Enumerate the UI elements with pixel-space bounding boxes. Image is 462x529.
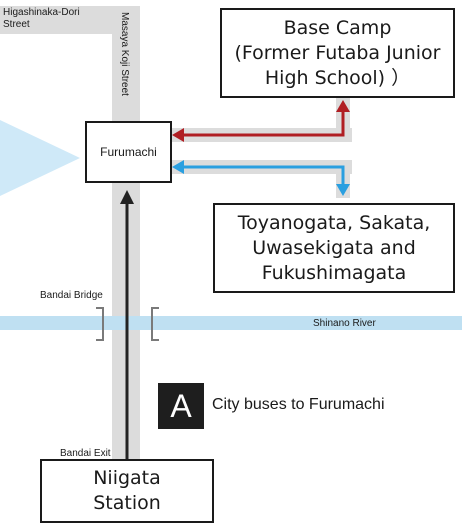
shinano-river-label: Shinano River [313,318,376,329]
niigata-station-box: Niigata Station [40,459,214,523]
shinano-river [0,316,462,330]
destinations-line-1: Toyanogata, Sakata, [237,211,431,234]
niigata-station-line-2: Station [93,492,161,514]
masaya-koji-street-label: Masaya Koji Street [119,12,130,96]
bandai-exit-label: Bandai Exit [60,448,111,459]
destinations-line-2: Uwasekigata and [252,236,416,259]
destinations-line-3: Fukushimagata [261,261,407,284]
direction-wedge [0,120,80,196]
route-arrow-dark-head [120,190,134,204]
street-label-line-1: Higashinaka-Dori [3,7,80,18]
furumachi-label: Furumachi [100,145,157,159]
base-camp-line-1: Base Camp [283,16,392,39]
route-badge-a: A [158,383,204,429]
route-arrow-blue-head-destinations [336,184,350,196]
route-arrow-red-head-base-camp [336,100,350,112]
bandai-bridge-label: Bandai Bridge [40,290,103,301]
route-arrow-blue-head-furumachi [172,160,184,174]
route-arrow-red-line [182,110,345,137]
base-camp-box: Base Camp (Former Futaba Junior High Sch… [220,8,455,98]
route-arrow-blue-line [184,165,345,186]
bridge-bracket-left [96,307,104,341]
city-buses-label: City buses to Furumachi [212,396,385,413]
higashinaka-dori-street-label: Higashinaka-Dori Street [3,7,80,30]
niigata-station-line-1: Niigata [93,467,161,489]
street-label-line-2: Street [3,18,30,30]
destinations-box: Toyanogata, Sakata, Uwasekigata and Fuku… [213,203,455,293]
furumachi-box: Furumachi [85,121,172,183]
base-camp-line-3: High School) ） [264,66,411,89]
route-arrow-red-head-furumachi [172,128,184,142]
base-camp-line-2: (Former Futaba Junior [234,41,441,64]
bridge-bracket-right [151,307,159,341]
